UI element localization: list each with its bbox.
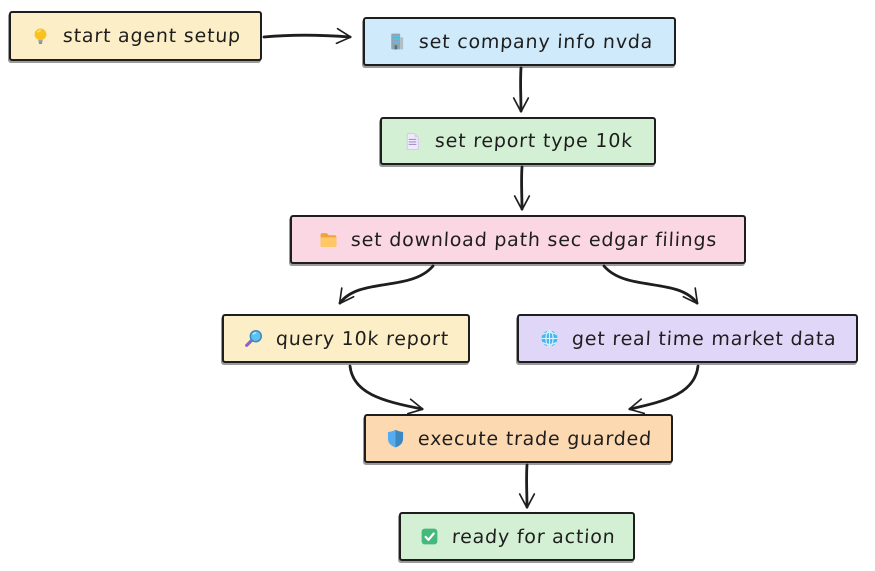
node-label: execute trade guarded — [417, 427, 653, 450]
node-label: query 10k report — [275, 327, 450, 350]
node-execute-trade-guarded: execute trade guarded — [364, 414, 673, 463]
edge-market-to-trade — [628, 364, 700, 415]
node-get-real-time-market-data: get real time market data — [517, 314, 858, 363]
edge-download-to-query — [338, 264, 435, 305]
node-ready-for-action: ready for action — [399, 512, 635, 561]
office-building-icon — [386, 31, 407, 52]
document-icon — [402, 131, 423, 152]
node-set-company-info-nvda: set company info nvda — [363, 17, 676, 66]
node-set-report-type-10k: set report type 10k — [380, 117, 656, 165]
check-icon — [419, 526, 440, 547]
node-query-10k-report: query 10k report — [222, 314, 470, 363]
node-label: get real time market data — [571, 327, 837, 350]
node-label: set download path sec edgar filings — [350, 228, 719, 251]
folder-icon — [318, 229, 339, 250]
node-label: start agent setup — [62, 25, 242, 47]
node-label: set company info nvda — [418, 30, 654, 53]
globe-icon — [539, 328, 560, 349]
shield-icon — [385, 428, 406, 449]
node-set-download-path-sec-edgar-filings: set download path sec edgar filings — [290, 215, 746, 264]
lightbulb-icon — [30, 26, 51, 47]
node-label: set report type 10k — [434, 130, 635, 152]
edge-start-to-company — [262, 27, 352, 45]
node-label: ready for action — [451, 525, 616, 548]
magnifying-glass-icon — [243, 328, 264, 349]
edge-query-to-trade — [348, 364, 424, 415]
edge-download-to-market — [602, 264, 699, 305]
node-start-agent-setup: start agent setup — [9, 11, 262, 61]
